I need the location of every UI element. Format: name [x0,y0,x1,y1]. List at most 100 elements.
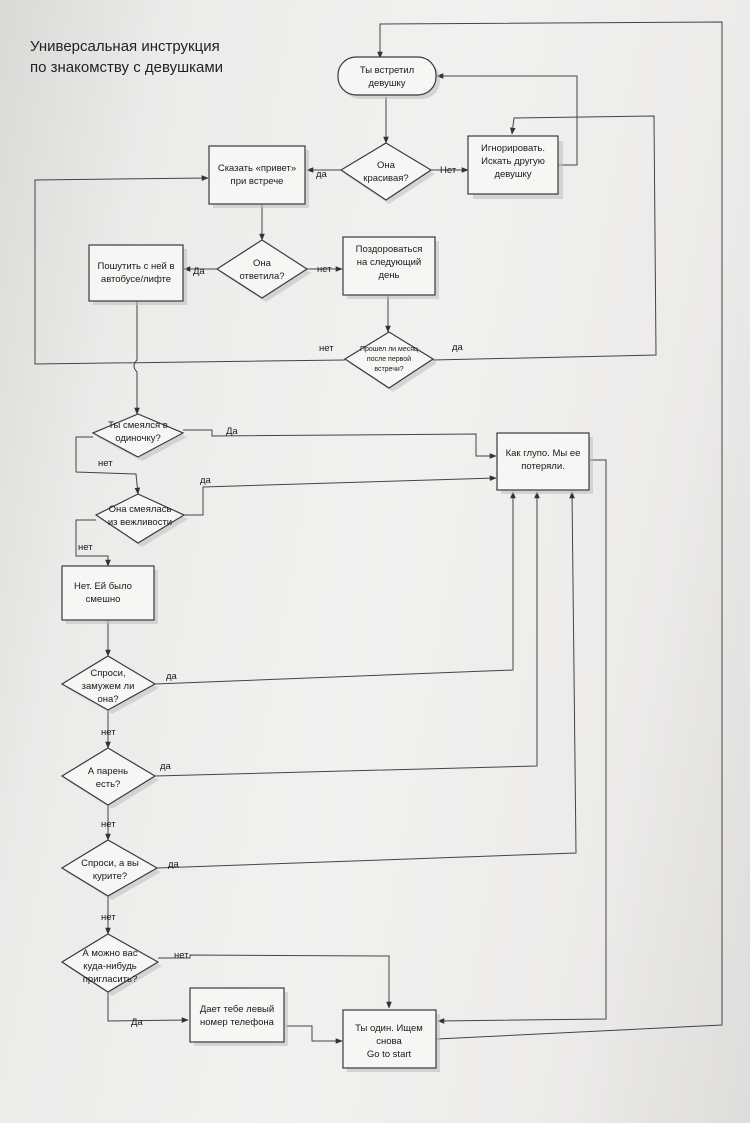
edge-ignore-start [436,73,578,166]
label-polite-yes: да [200,475,212,486]
title-line-2: по знакомству с девушками [30,59,224,76]
decision-laughed-alone-line-1: Ты смеялся в [108,420,168,431]
edge-laughed-lost [183,429,497,459]
decision-smoke-line-2: курите? [93,871,127,882]
label-married-yes: да [166,671,178,682]
label-boyfriend-no: нет [101,819,116,830]
edge-polite-lost [184,475,497,516]
decision-beautiful-line-2: красивая? [363,173,408,184]
node-fake-number-line-2: номер телефона [200,1017,275,1028]
decision-answered: Она ответила? [215,239,311,302]
decision-boyfriend: А парень есть? [60,747,159,809]
connectors [34,21,723,1044]
decision-answered-line-2: ответила? [239,271,284,282]
label-beautiful-no: Нет [440,165,457,176]
decision-boyfriend-line-2: есть? [96,779,121,790]
label-smoke-yes: да [168,859,180,870]
node-lost-her-line-1: Как глупо. Мы ее [506,448,581,459]
node-ignore-line-1: Игнорировать. [481,143,545,154]
node-funny-line-1: Нет. Ей было [74,581,132,592]
label-invite-no: нет [174,950,189,961]
decision-answered-line-1: Она [253,258,272,269]
decision-beautiful-line-1: Она [377,160,396,171]
diagram-title: Универсальная инструкция по знакомству с… [30,36,270,78]
node-lost-her: Как глупо. Мы ее потеряли. [496,432,593,494]
decision-polite-laugh-line-2: из вежливости [108,517,172,528]
edge-polite-funny [75,519,111,567]
edge-laughed-polite [75,436,141,495]
node-ignore-line-2: Искать другую [481,156,545,167]
node-say-hi-line-1: Сказать «привет» [218,163,296,174]
decision-smoke-line-1: Спроси, а вы [81,858,139,869]
decision-married-line-2: замужем ли [82,681,135,692]
label-month-yes: да [452,342,464,353]
decision-laughed-alone: Ты смеялся в одиночку? [91,413,187,461]
edge-lost-alone [437,459,607,1024]
node-greet-next-line-2: на следующий [357,257,421,268]
edge-labels: Нет да Да нет нет да Да нет да нет да не… [78,165,464,1028]
node-start: Ты встретил девушку [337,56,440,99]
edge-joke-laughed [133,300,140,415]
title-line-1: Универсальная инструкция [30,38,220,55]
label-beautiful-yes: да [316,169,328,180]
label-married-no: нет [101,727,116,738]
node-fake-number-line-1: Дает тебе левый [200,1004,274,1015]
node-greet-next-line-3: день [378,270,399,281]
label-boyfriend-yes: да [160,761,172,772]
node-joke-line-1: Пошутить с ней в [98,261,175,272]
node-alone-line-1: Ты один. Ищем [355,1023,423,1034]
edge-alone-start [377,21,723,1040]
decision-smoke: Спроси, а вы курите? [60,839,161,900]
edge-month-sayhi [34,175,346,365]
edge-married-lost [154,491,516,685]
node-alone-line-3: Go to start [367,1049,412,1060]
decision-invite-line-3: пригласить? [83,974,137,985]
node-ignore-line-3: девушку [494,169,531,180]
label-smoke-no: нет [101,912,116,923]
decision-month-line-2: после первой [367,355,411,363]
decision-boyfriend-line-1: А парень [88,766,128,777]
node-funny: Нет. Ей было смешно [61,565,158,624]
node-start-line-2: девушку [368,78,405,89]
node-say-hi-line-2: при встрече [231,176,284,187]
label-answered-no: нет [317,264,332,275]
label-invite-yes: Да [131,1017,143,1028]
edge-invite-alone [158,954,392,1009]
node-start-line-1: Ты встретил [360,65,414,76]
node-greet-next: Поздороваться на следующий день [342,236,439,299]
node-lost-her-line-2: потеряли. [521,461,565,472]
node-say-hi: Сказать «привет» при встрече [208,145,309,208]
decision-married: Спроси, замужем ли она? [60,655,159,714]
decision-beautiful: Она красивая? [339,142,435,204]
edge-smoke-lost [156,491,577,869]
node-fake-number: Дает тебе левый номер телефона [189,987,288,1046]
label-laughed-no: нет [98,458,113,469]
node-alone: Ты один. Ищем снова Go to start [342,1009,440,1072]
node-funny-line-2: смешно [86,594,121,605]
edge-fake-alone [286,1025,343,1044]
decision-polite-laugh: Она смеялась из вежливости [94,493,188,547]
edge-month-ignore [432,115,657,361]
decision-polite-laugh-line-1: Она смеялась [109,504,172,515]
decision-invite-line-1: А можно вас [82,948,137,959]
label-answered-yes: Да [193,266,205,277]
decision-laughed-alone-line-2: одиночку? [115,433,161,444]
decision-month-line-1: Прошел ли месяц [360,346,418,353]
label-laughed-yes: Да [226,426,238,437]
edge-boyfriend-lost [154,491,540,777]
node-greet-next-line-1: Поздороваться [356,244,423,255]
node-ignore: Игнорировать. Искать другую девушку [467,135,563,199]
edge-invite-fake [107,992,189,1023]
decision-married-line-1: Спроси, [90,668,125,679]
label-month-no: нет [319,343,334,354]
label-polite-no: нет [78,542,93,553]
node-alone-line-2: снова [376,1036,402,1047]
decision-married-line-3: она? [97,694,118,705]
node-joke-line-2: автобусе/лифте [101,274,171,285]
decision-invite-line-2: куда-нибудь [83,961,136,972]
node-joke: Пошутить с ней в автобусе/лифте [88,244,187,305]
decision-month: Прошел ли месяц после первой встречи? [343,331,437,392]
decision-invite: А можно вас куда-нибудь пригласить? [60,933,162,996]
decision-month-line-3: встречи? [374,366,403,373]
